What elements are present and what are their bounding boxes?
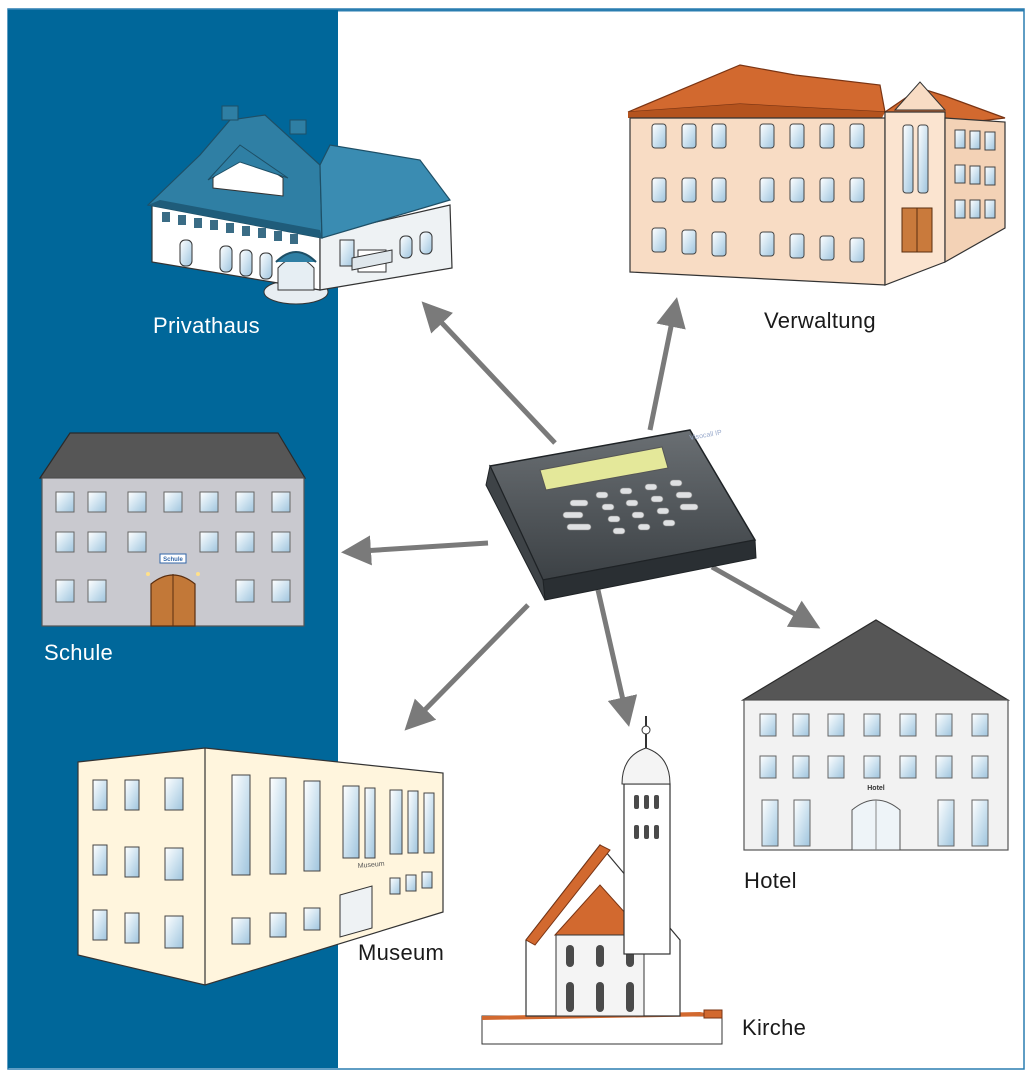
arrow-to-schule — [341, 535, 489, 566]
arrow-to-hotel — [710, 564, 821, 629]
label-kirche: Kirche — [742, 1015, 807, 1040]
label-verwaltung: Verwaltung — [764, 308, 876, 333]
arrow-to-verwaltung — [647, 297, 686, 431]
label-hotel: Hotel — [744, 868, 797, 893]
museum-building-icon: Museum — [77, 747, 444, 986]
museum-sign: Museum — [358, 861, 386, 870]
arrows — [341, 297, 821, 731]
control-device-icon: Visocall IP — [485, 429, 757, 601]
label-privathaus: Privathaus — [153, 313, 260, 338]
privathaus-building-icon — [146, 105, 453, 305]
schule-building-icon: Schule — [38, 432, 307, 627]
schule-sign: Schule — [163, 557, 183, 563]
arrow-to-museum — [404, 603, 530, 731]
hotel-building-icon: Hotel — [740, 619, 1011, 851]
arrow-to-privathaus — [421, 301, 557, 445]
arrow-to-kirche — [595, 589, 638, 727]
hotel-sign: Hotel — [867, 785, 885, 792]
kirche-building-icon — [481, 716, 723, 1045]
label-museum: Museum — [358, 940, 445, 965]
label-schule: Schule — [44, 640, 114, 665]
verwaltung-building-icon — [627, 64, 1006, 286]
